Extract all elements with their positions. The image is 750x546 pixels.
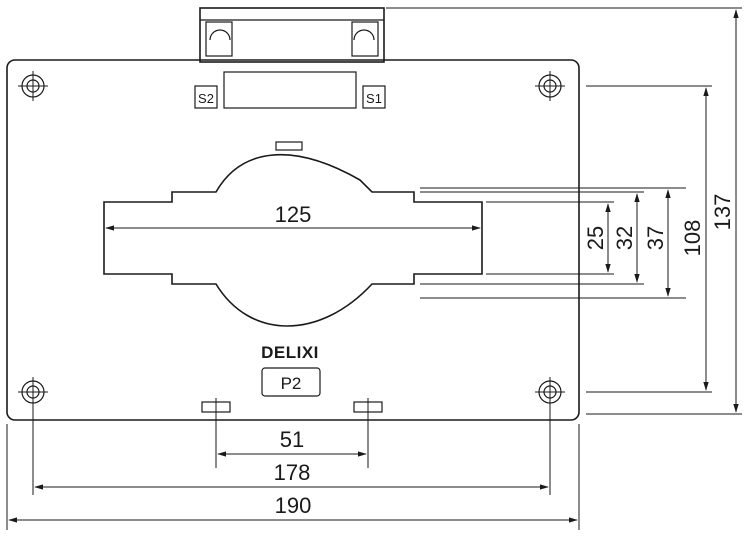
mounting-hole-bottom-right (535, 377, 565, 407)
brand-logo-text: DELIXI (261, 343, 319, 362)
dimension-25: 25 (583, 203, 611, 273)
primary-conductor-window (103, 153, 483, 327)
dimension-108: 108 (680, 87, 709, 391)
dimension-51: 51 (217, 427, 367, 457)
dimension-37-label: 37 (643, 226, 668, 250)
dimension-178: 178 (34, 460, 549, 490)
top-mounting-tab (199, 7, 385, 63)
nameplate-window (223, 71, 357, 109)
dimension-32: 32 (612, 193, 640, 283)
terminal-s2: S2 (194, 85, 218, 109)
terminal-p2: P2 (261, 367, 321, 397)
terminal-p2-label: P2 (281, 374, 302, 393)
terminal-s2-label: S2 (198, 91, 214, 106)
mounting-hole-bottom-left (18, 377, 48, 407)
dimension-190: 190 (8, 493, 578, 523)
extension-lines-right (386, 7, 742, 415)
dimension-137-label: 137 (710, 194, 735, 231)
dimension-25-label: 25 (583, 226, 608, 250)
transformer-body (6, 59, 580, 421)
terminal-s1: S1 (362, 85, 386, 109)
dimension-178-label: 178 (274, 460, 311, 485)
dimension-51-label: 51 (280, 427, 304, 452)
dimension-37: 37 (643, 189, 671, 297)
mounting-hole-top-left (18, 71, 48, 101)
dimension-125-label: 125 (275, 202, 312, 227)
mounting-hole-top-right (535, 71, 565, 101)
dimension-137: 137 (710, 9, 739, 413)
dimension-125: 125 (105, 202, 481, 231)
extension-lines-bottom (6, 398, 580, 530)
dimension-190-label: 190 (275, 493, 312, 518)
dimension-32-label: 32 (612, 226, 637, 250)
terminal-s1-label: S1 (366, 91, 382, 106)
window-notch (275, 141, 303, 151)
dimension-108-label: 108 (680, 220, 705, 257)
